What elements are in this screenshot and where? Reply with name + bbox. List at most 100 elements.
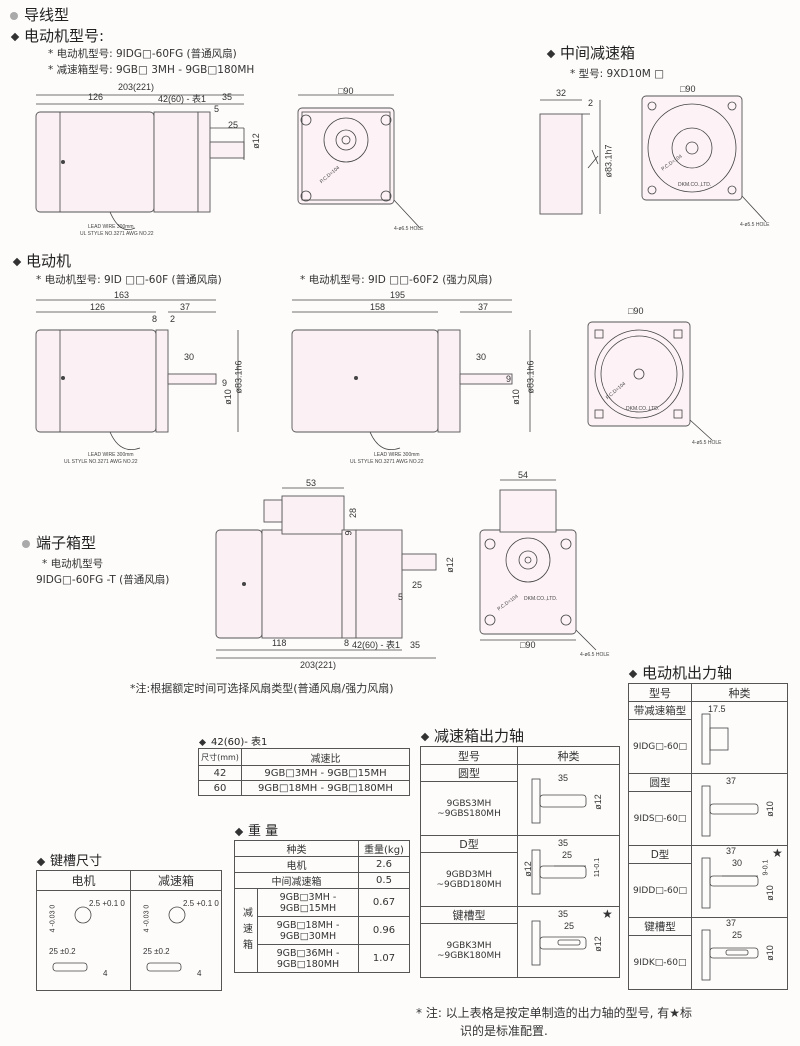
gear-d-flat: 25 [562,850,573,860]
motor-shaft-model-round: 9IDS□-60□ [628,791,692,846]
weight-table: 种类 重量(kg) 电机 2.6 中间减速箱 0.5 减速箱 9GB□3MH -… [234,840,410,973]
table-row: 带减速箱型 17.5 [628,701,788,774]
dim-term-gap: 8 [344,638,350,648]
keyway-motor-len: 25 ±0.2 [49,947,76,956]
gear-shaft-d-drawing: 35 25 11-0.1 ø12 [517,835,620,907]
dim-motor2-e: 30 [476,352,487,362]
standard-star-icon: ★ [772,846,783,860]
keyway-motor-cell: 2.5 +0.1 0 4 -0.03 0 25 ±0.2 4 [36,890,131,991]
motor-d-flat: 30 [732,858,743,868]
motor2-ul-style: UL STYLE NO.3271 AWG NO.22 [350,459,424,465]
keyway-gear-top: 2.5 +0.1 0 [183,899,219,908]
shaft-d-icon [531,849,587,895]
motor-geared-len: 17.5 [708,704,726,714]
lead-wire-label: LEAD WIRE 300mm [88,224,134,230]
motor-ul-style: UL STYLE NO.3271 AWG NO.22 [64,459,138,465]
hole-label-term: 4-ø6.5 HOLE [580,652,610,658]
dim-term-phi: ø12 [444,557,455,573]
motor-shaft-model-key: 9IDK□-60□ [628,935,692,990]
dim-term-c: 9 [343,530,354,536]
dim-shaft-diameter: ø12 [250,133,261,149]
keyway-motor-width: 4 [103,969,108,978]
keyway-gear-width: 4 [197,969,202,978]
gear-round-len: 35 [558,773,569,783]
motor-key-slot: 25 [732,930,743,940]
motor-shaft-type-d: D型 [628,845,692,864]
gear-model-text: * 减速箱型号: 9GB□ 3MH - 9GB□180MH [48,64,255,76]
gear-shaft-model-d: 9GBD3MH ~9GBD180MH [420,852,518,907]
gear-d-flat-height: 11-0.1 [594,857,602,878]
motor-shaft-model-geared: 9IDG□-60□ [628,719,692,774]
dim-square: □90 [338,86,354,96]
motor-shaft-type-geared: 带减速箱型 [628,701,692,720]
table-cell: 9GB□18MH - 9GB□180MH [241,780,410,796]
shaft-key-icon [531,920,587,966]
keyway-motor-top: 2.5 +0.1 0 [89,899,125,908]
table-row: 9GB□36MH - 9GB□180MH 1.07 [235,944,410,973]
table-cell: 2.6 [358,856,410,873]
gear-key-len: 35 [558,909,569,919]
weight-header-kg: 重量(kg) [358,840,410,857]
table-row: 42 9GB□3MH - 9GB□15MH [198,765,410,781]
keyway-header-gear: 减速箱 [130,870,222,891]
table-row: 键槽型 35 25 ø12 ★ [420,906,620,978]
motor-shaft-header-model: 型号 [628,683,692,702]
fan-note: *注:根据额定时间可选择风扇类型(普通风扇/强力风扇) [130,682,394,695]
gear-key-slot: 25 [564,921,575,931]
shaft-key-icon [701,929,759,981]
section-motor-title: 电动机 [12,250,71,271]
table-row: 圆型 37 ø10 [628,773,788,846]
bullet-diamond-icon [12,257,22,266]
keyway-title: 键槽尺寸 [36,850,102,869]
dim-motor-a: 126 [90,302,106,312]
hole-label-motor2: 4-ø5.5 HOLE [692,440,722,446]
dim-motor2-square: □90 [628,306,644,316]
dim-mid-flange: 2 [588,98,594,108]
motor-shaft-type-key: 键槽型 [628,917,692,936]
table1: 尺寸(mm) 减速比 42 9GB□3MH - 9GB□15MH 60 9GB□… [198,748,410,796]
motor-model-a: * 电动机型号: 9ID □□-60F (普通风扇) [36,274,222,286]
motor-d-flat-height: 9-0.1 [762,859,770,876]
table-cell: 9GB□36MH - 9GB□180MH [257,944,359,973]
table-cell: 电机 [234,856,359,873]
gear-shaft-type-d: D型 [420,835,518,853]
motor-shaft-table: 型号 种类 带减速箱型 17.5 9IDG□-60□ 圆型 37 ø10 9ID… [628,683,788,990]
motor-shaft-header-type: 种类 [691,683,788,702]
dim-term-motor: 118 [272,638,287,648]
dim-term-total: 203(221) [300,660,337,670]
weight-group-label: 减速箱 [234,888,258,973]
dim-motor-e: 30 [184,352,195,362]
term-maker-label: DKM.CO.,LTD. [524,596,558,602]
motor-key-len: 37 [726,918,737,928]
gear-shaft-table: 型号 种类 圆型 35 ø12 9GBS3MH ~9GBS180MH D型 35… [420,746,620,978]
table-row: D型 35 25 11-0.1 ø12 [420,835,620,907]
keyway-gear-cell: 2.5 +0.1 0 4 -0.03 0 25 ±0.2 4 [130,890,222,991]
motor-shaft-title: 电动机出力轴 [628,662,732,683]
dim-motor-phi: ø10 [222,389,233,405]
table-cell: 0.96 [358,916,410,945]
dim-motor2-phi: ø10 [510,389,521,405]
motor-d-len: 37 [726,846,737,856]
hole-label-top: 4-ø6.5 HOLE [394,226,424,232]
section-lead-wire-title: 导线型 [10,4,69,25]
footnote-line2: 识的是标准配置. [460,1024,548,1038]
table-row: 电机 2.6 [234,856,410,873]
motor-shaft-type-round: 圆型 [628,773,692,792]
table1-header-size: 尺寸(mm) [198,748,242,766]
dim-term-key: 25 [412,580,423,590]
gear-shaft-model-round: 9GBS3MH ~9GBS180MH [420,781,518,836]
table-cell: 9GB□18MH - 9GB□30MH [257,916,359,945]
motor-model-b: * 电动机型号: 9ID □□-60F2 (强力风扇) [300,274,493,286]
dim-motor2-k: 9 [506,374,512,384]
table-cell: 0.5 [358,872,410,889]
dim-term-box-width: 53 [306,478,317,488]
bullet-diamond-icon [234,827,244,836]
gear-shaft-title: 减速箱出力轴 [420,725,524,746]
dim-term-square: □90 [520,640,536,650]
dim-motor2-total: 195 [390,290,406,300]
gear-shaft-header-model: 型号 [420,746,518,765]
motor-shaft-key-drawing: 37 25 ø10 [691,917,788,990]
shaft-d-icon [701,857,759,909]
table1-header-ratio: 减速比 [241,748,410,766]
keyway-header-motor: 电机 [36,870,131,891]
